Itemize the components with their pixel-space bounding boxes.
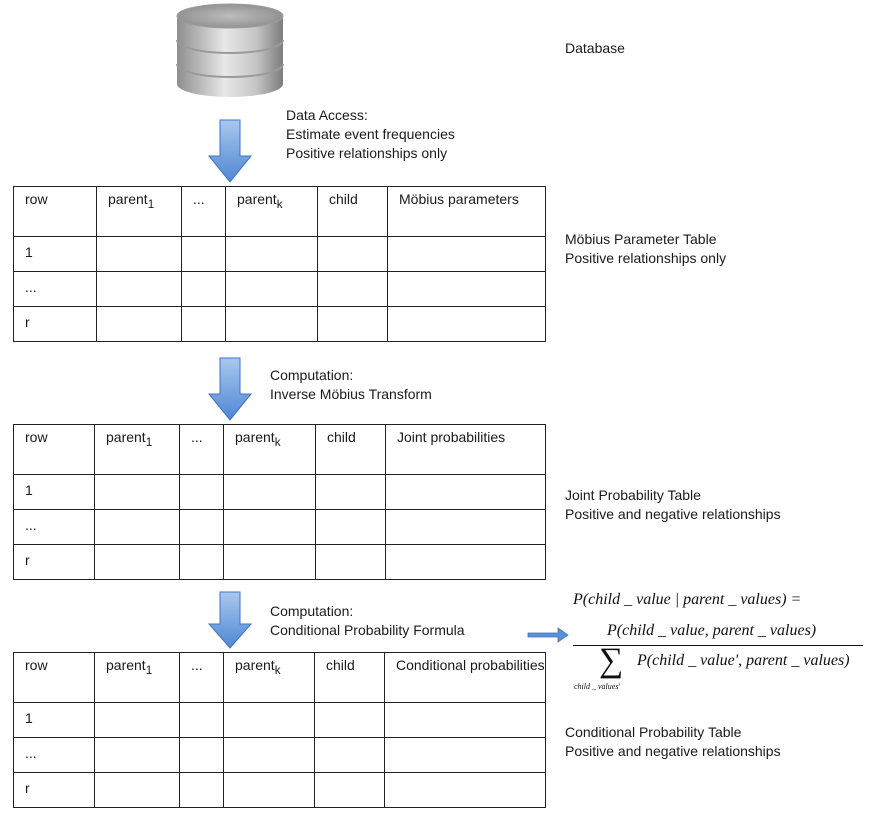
description-line: Positive and negative relationships [565, 506, 781, 522]
col-header-ellipsis: ... [179, 424, 224, 475]
col-header-parent-k: parentk [223, 424, 316, 475]
col-header-row: row [13, 424, 95, 475]
row-label: ... [13, 271, 97, 307]
row-label: r [13, 306, 97, 342]
col-header-row: row [13, 186, 97, 237]
step-line: Inverse Möbius Transform [270, 386, 432, 402]
table-header-row: row parent1 ... parentk child Joint prob… [13, 424, 546, 475]
row-label: 1 [13, 702, 95, 738]
col-header-parent-k: parentk [225, 186, 318, 237]
row-label: 1 [13, 474, 95, 510]
joint-probability-table: row parent1 ... parentk child Joint prob… [13, 424, 546, 580]
header-text: parent [106, 657, 146, 673]
col-header-parent-1: parent1 [94, 424, 180, 475]
database-cylinder-icon [176, 3, 284, 97]
step-line: Positive relationships only [286, 145, 448, 161]
step-line: Conditional Probability Formula [270, 622, 465, 638]
subscript: 1 [147, 197, 155, 211]
table-row: r [13, 544, 546, 580]
formula-numerator: P(child _ value, parent _ values) [607, 622, 817, 639]
table-row: 1 [13, 474, 546, 510]
description-line: Möbius Parameter Table [565, 231, 717, 247]
sum-symbol: ∑ [599, 642, 624, 679]
row-label: ... [13, 509, 95, 545]
step-inverse-mobius: Computation: Inverse Möbius Transform [270, 366, 432, 404]
col-header-child: child [317, 186, 388, 237]
step-line: Data Access: [286, 107, 368, 123]
subscript: 1 [145, 663, 153, 677]
step-line: Computation: [270, 367, 354, 383]
subscript: k [274, 663, 281, 677]
col-header-parent-1: parent1 [96, 186, 182, 237]
table-row: ... [13, 271, 546, 307]
description-line: Positive and negative relationships [565, 743, 781, 759]
col-header-row: row [13, 652, 95, 703]
col-header-values: Möbius parameters [387, 186, 546, 237]
formula-denominator: P(child _ value', parent _ values) [637, 652, 850, 669]
formula-lhs: P(child _ value | parent _ values) = [573, 591, 802, 608]
conditional-probability-table: row parent1 ... parentk child Conditiona… [13, 652, 546, 808]
header-text: parent [235, 429, 275, 445]
description-line: Conditional Probability Table [565, 724, 742, 740]
col-header-values: Conditional probabilities [384, 652, 546, 703]
row-label: 1 [13, 236, 97, 272]
table-row: r [13, 772, 546, 808]
header-text: parent [108, 191, 148, 207]
subscript: k [276, 197, 283, 211]
header-text: parent [237, 191, 277, 207]
col-header-child: child [314, 652, 385, 703]
table-header-row: row parent1 ... parentk child Möbius par… [13, 186, 546, 237]
table-row: r [13, 306, 546, 342]
down-arrow-icon [207, 591, 253, 649]
table-description: Conditional Probability Table Positive a… [565, 723, 781, 761]
step-conditional-formula: Computation: Conditional Probability For… [270, 602, 465, 640]
table-description: Joint Probability Table Positive and neg… [565, 486, 781, 524]
col-header-child: child [315, 424, 386, 475]
col-header-parent-k: parentk [223, 652, 315, 703]
col-header-values: Joint probabilities [385, 424, 546, 475]
right-arrow-icon [527, 627, 569, 643]
table-description: Möbius Parameter Table Positive relation… [565, 230, 726, 268]
table-header-row: row parent1 ... parentk child Conditiona… [13, 652, 546, 703]
col-header-ellipsis: ... [181, 186, 226, 237]
subscript: 1 [145, 435, 153, 449]
sum-index: child _ values' [574, 682, 621, 691]
table-row: 1 [13, 236, 546, 272]
description-line: Joint Probability Table [565, 487, 701, 503]
down-arrow-icon [207, 119, 253, 183]
step-line: Computation: [270, 603, 354, 619]
down-arrow-icon [207, 357, 253, 421]
fraction-bar [573, 645, 863, 647]
step-line: Estimate event frequencies [286, 126, 455, 142]
header-text: parent [106, 429, 146, 445]
mobius-parameter-table: row parent1 ... parentk child Möbius par… [13, 186, 546, 342]
table-row: ... [13, 509, 546, 545]
description-line: Positive relationships only [565, 250, 727, 266]
row-label: ... [13, 737, 95, 773]
table-row: ... [13, 737, 546, 773]
database-label: Database [565, 40, 625, 56]
step-data-access: Data Access: Estimate event frequencies … [286, 106, 455, 163]
col-header-ellipsis: ... [179, 652, 224, 703]
row-label: r [13, 772, 95, 808]
header-text: parent [235, 657, 275, 673]
col-header-parent-1: parent1 [94, 652, 180, 703]
table-row: 1 [13, 702, 546, 738]
row-label: r [13, 544, 95, 580]
subscript: k [274, 435, 281, 449]
